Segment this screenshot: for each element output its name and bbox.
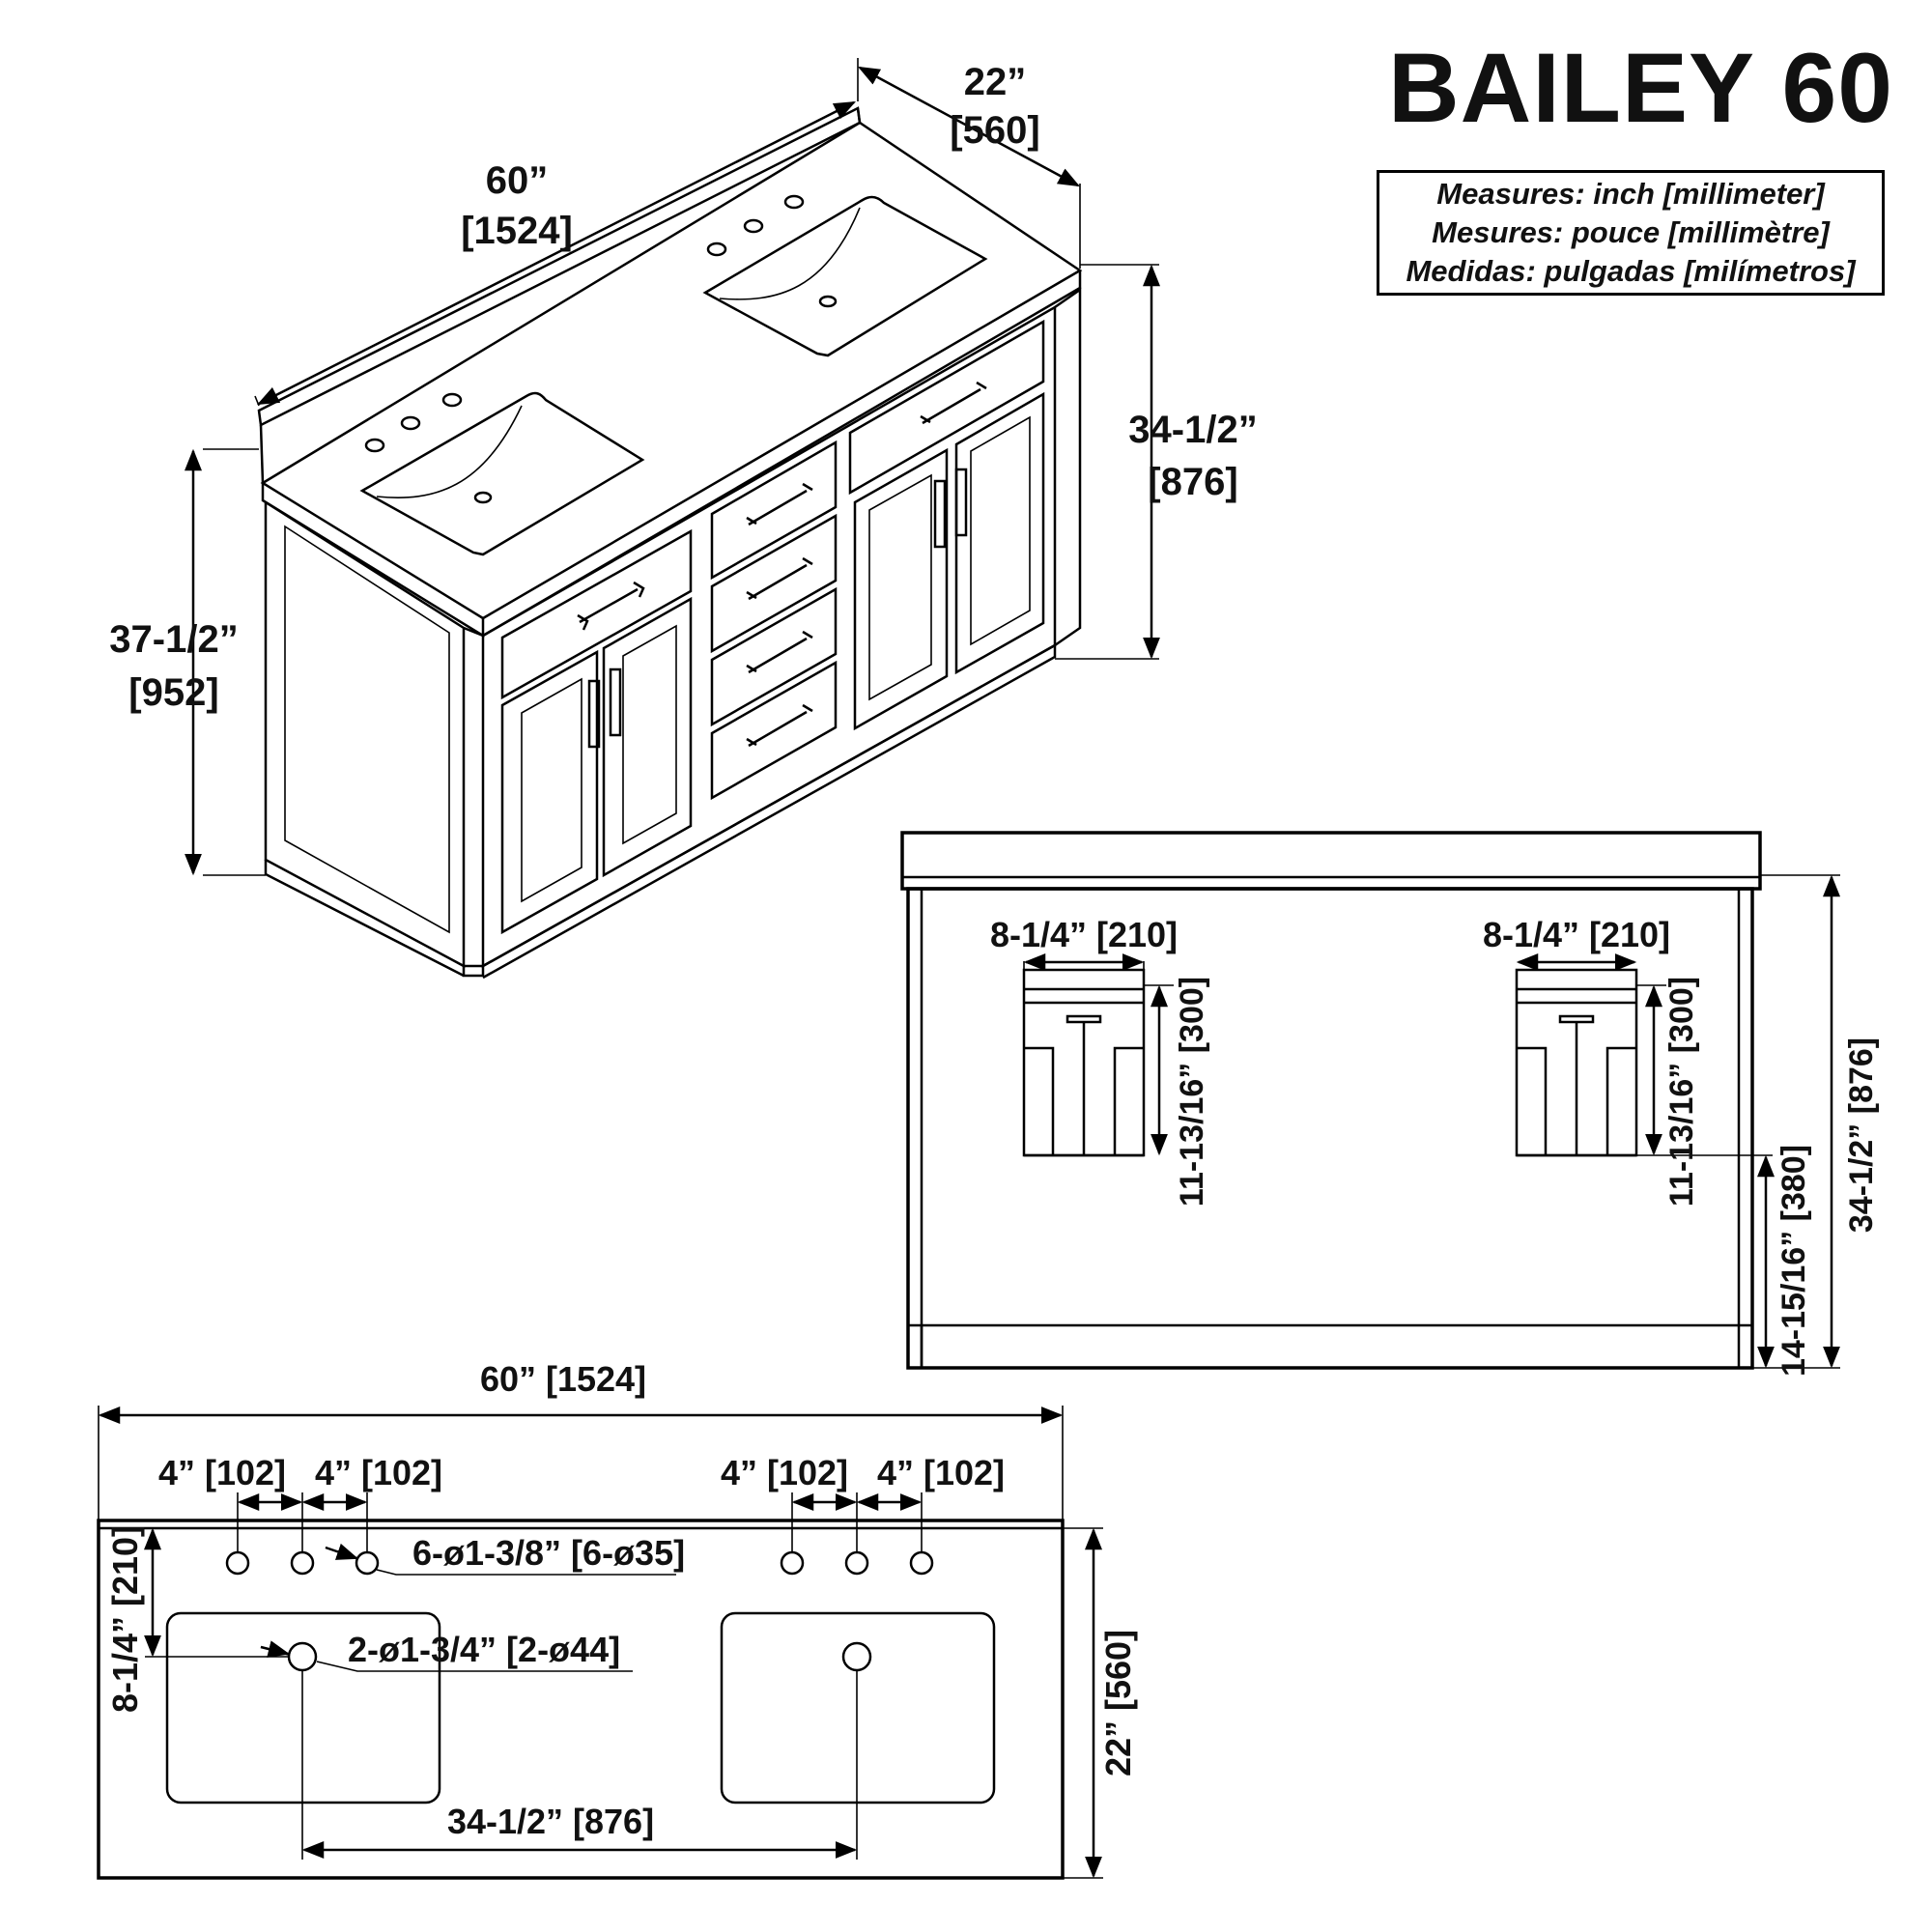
center-drawer-4 xyxy=(710,660,838,801)
back-panel xyxy=(906,887,1754,1370)
center-drawer-1 xyxy=(710,440,838,581)
faucet-hole xyxy=(355,1550,380,1576)
plumbing-cutout-right xyxy=(1515,968,1638,1157)
center-drawer-3 xyxy=(710,586,838,727)
iso-width-dim xyxy=(256,100,857,406)
iso-cabinet-height-mm: [876] xyxy=(1148,461,1237,503)
iso-height-mm: [952] xyxy=(128,671,218,714)
product-title: BAILEY 60 xyxy=(1388,33,1893,143)
back-right-width: 8-1/4” [210] xyxy=(1483,915,1670,954)
faucet-hole xyxy=(780,1550,805,1576)
legend-line-en: Measures: inch [millimeter] xyxy=(1436,177,1825,211)
faucet-holes-label: 6-ø1-3/8” [6-ø35] xyxy=(412,1533,685,1573)
right-door-2 xyxy=(954,391,1045,675)
spacing-2: 4” [102] xyxy=(315,1453,442,1492)
handle xyxy=(577,581,645,631)
iso-height-in: 37-1/2” xyxy=(109,618,238,661)
back-left-width: 8-1/4” [210] xyxy=(990,915,1178,954)
left-sink xyxy=(359,391,645,556)
drain-hole xyxy=(287,1641,318,1672)
cabinet-front xyxy=(481,304,1057,969)
isometric-view: 22” [560] 60” [1524] 37-1/2” [952] 34-1/… xyxy=(109,58,1258,980)
faucet-hole xyxy=(225,1550,250,1576)
top-countertop xyxy=(97,1519,1065,1880)
back-left-height: 11-13/16” [300] xyxy=(1174,977,1210,1207)
legend-line-fr: Mesures: pouce [millimètre] xyxy=(1432,215,1830,249)
iso-depth-dim xyxy=(858,66,1080,187)
back-right-height: 11-13/16” [300] xyxy=(1663,977,1700,1207)
spacing-1: 4” [102] xyxy=(158,1453,286,1492)
right-sink xyxy=(702,195,988,357)
top-right-basin xyxy=(720,1611,996,1804)
back-countertop xyxy=(900,831,1762,891)
top-width: 60” [1524] xyxy=(480,1359,646,1399)
drain-holes-label: 2-ø1-3/4” [2-ø44] xyxy=(348,1630,620,1669)
left-door-2 xyxy=(602,596,693,878)
faucet-hole xyxy=(909,1550,934,1576)
center-drawer-2 xyxy=(710,513,838,654)
top-view: 60” [1524] 4” [102] 4” [102] 4” [102] 4”… xyxy=(97,1359,1138,1880)
back-view: 8-1/4” [210] 8-1/4” [210] 11-13/16” [300… xyxy=(900,831,1880,1377)
spacing-4: 4” [102] xyxy=(877,1453,1005,1492)
left-top-drawer xyxy=(500,528,693,700)
plumbing-cutout-left xyxy=(1022,968,1146,1157)
faucet-hole xyxy=(290,1550,315,1576)
backsplash xyxy=(257,106,862,427)
drain-offset: 8-1/4” [210] xyxy=(105,1525,145,1713)
units-legend: Measures: inch [millimeter] Mesures: pou… xyxy=(1377,170,1885,296)
iso-depth-in: 22” xyxy=(964,61,1027,103)
drain-spacing: 34-1/2” [876] xyxy=(447,1802,654,1841)
spacing-3: 4” [102] xyxy=(721,1453,848,1492)
right-top-drawer xyxy=(848,319,1045,496)
back-floor-gap: 14-15/16” [380] xyxy=(1776,1145,1812,1377)
iso-depth-mm: [560] xyxy=(950,109,1039,152)
back-overall-height: 34-1/2” [876] xyxy=(1843,1037,1880,1233)
drain-hole xyxy=(841,1641,872,1672)
right-door-1 xyxy=(853,447,949,731)
cabinet-side xyxy=(264,499,466,969)
faucet-hole xyxy=(844,1550,869,1576)
legend-line-es: Medidas: pulgadas [milímetros] xyxy=(1406,254,1856,288)
left-door-1 xyxy=(500,649,599,935)
iso-cabinet-height-in: 34-1/2” xyxy=(1128,409,1257,451)
iso-width-mm: [1524] xyxy=(461,210,573,252)
top-left-basin xyxy=(165,1611,441,1804)
top-depth: 22” [560] xyxy=(1098,1630,1138,1776)
iso-width-in: 60” xyxy=(486,159,549,202)
